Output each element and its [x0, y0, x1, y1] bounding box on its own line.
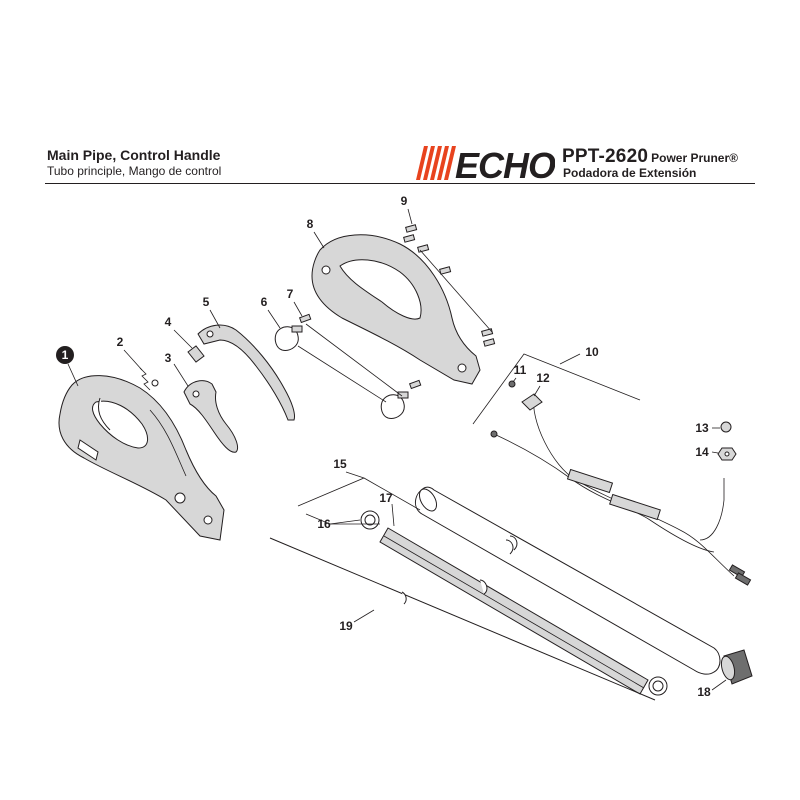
header-rule — [45, 183, 755, 184]
callout-16: 16 — [317, 517, 331, 531]
callout-11: 11 — [514, 363, 527, 377]
callout-19: 19 — [339, 619, 353, 633]
callout-3: 3 — [165, 351, 172, 365]
echo-logo: ECHO — [416, 145, 555, 184]
callout-7: 7 — [287, 287, 294, 301]
part-2-spring — [139, 367, 159, 391]
callout-12: 12 — [536, 371, 550, 385]
callout-1-marker — [56, 346, 74, 364]
callout-4: 4 — [165, 315, 172, 329]
bracket-lines — [297, 477, 421, 525]
part-16-circlips — [360, 510, 668, 696]
part-11-screw — [508, 380, 516, 388]
part-8-handle-housing — [311, 234, 481, 385]
part-7-screws — [297, 313, 422, 403]
product-name-es: Podadora de Extensión — [563, 166, 697, 180]
page-subtitle: Tubo principle, Mango de control — [47, 164, 222, 178]
part-9-screws — [403, 224, 496, 347]
part-15-main-pipe — [415, 486, 721, 675]
part-3-throttle-trigger — [183, 380, 239, 453]
callout-10: 10 — [585, 345, 599, 359]
callout-9: 9 — [401, 194, 408, 208]
callouts: 1 2 3 4 5 6 7 8 9 10 11 12 13 — [56, 194, 727, 699]
page-title: Main Pipe, Control Handle — [47, 147, 221, 163]
part-14-nut — [717, 447, 737, 461]
part-5-lockout-lever — [197, 324, 295, 421]
callout-5: 5 — [203, 295, 210, 309]
logo-stripes — [416, 146, 456, 180]
callout-13: 13 — [695, 421, 709, 435]
part-6-clamps — [274, 325, 409, 419]
callout-18: 18 — [697, 685, 711, 699]
part-13-nut — [720, 421, 732, 433]
callout-8: 8 — [307, 217, 314, 231]
callout-6: 6 — [261, 295, 268, 309]
callout-15: 15 — [333, 457, 347, 471]
part-10-throttle-cable — [472, 353, 752, 586]
part-4-lever — [187, 345, 205, 363]
product-name: Power Pruner® — [651, 151, 738, 165]
callout-1: 1 — [62, 348, 69, 362]
model-number: PPT-2620 — [562, 146, 649, 167]
callout-17: 17 — [379, 491, 393, 505]
brand-wordmark: ECHO — [455, 145, 555, 184]
callout-2: 2 — [117, 335, 124, 349]
callout-14: 14 — [695, 445, 709, 459]
part-18-sleeve — [720, 649, 753, 685]
part-1-handle-housing — [58, 375, 225, 541]
part-19-drive-shaft — [269, 537, 656, 701]
part-12-terminal — [521, 393, 543, 411]
